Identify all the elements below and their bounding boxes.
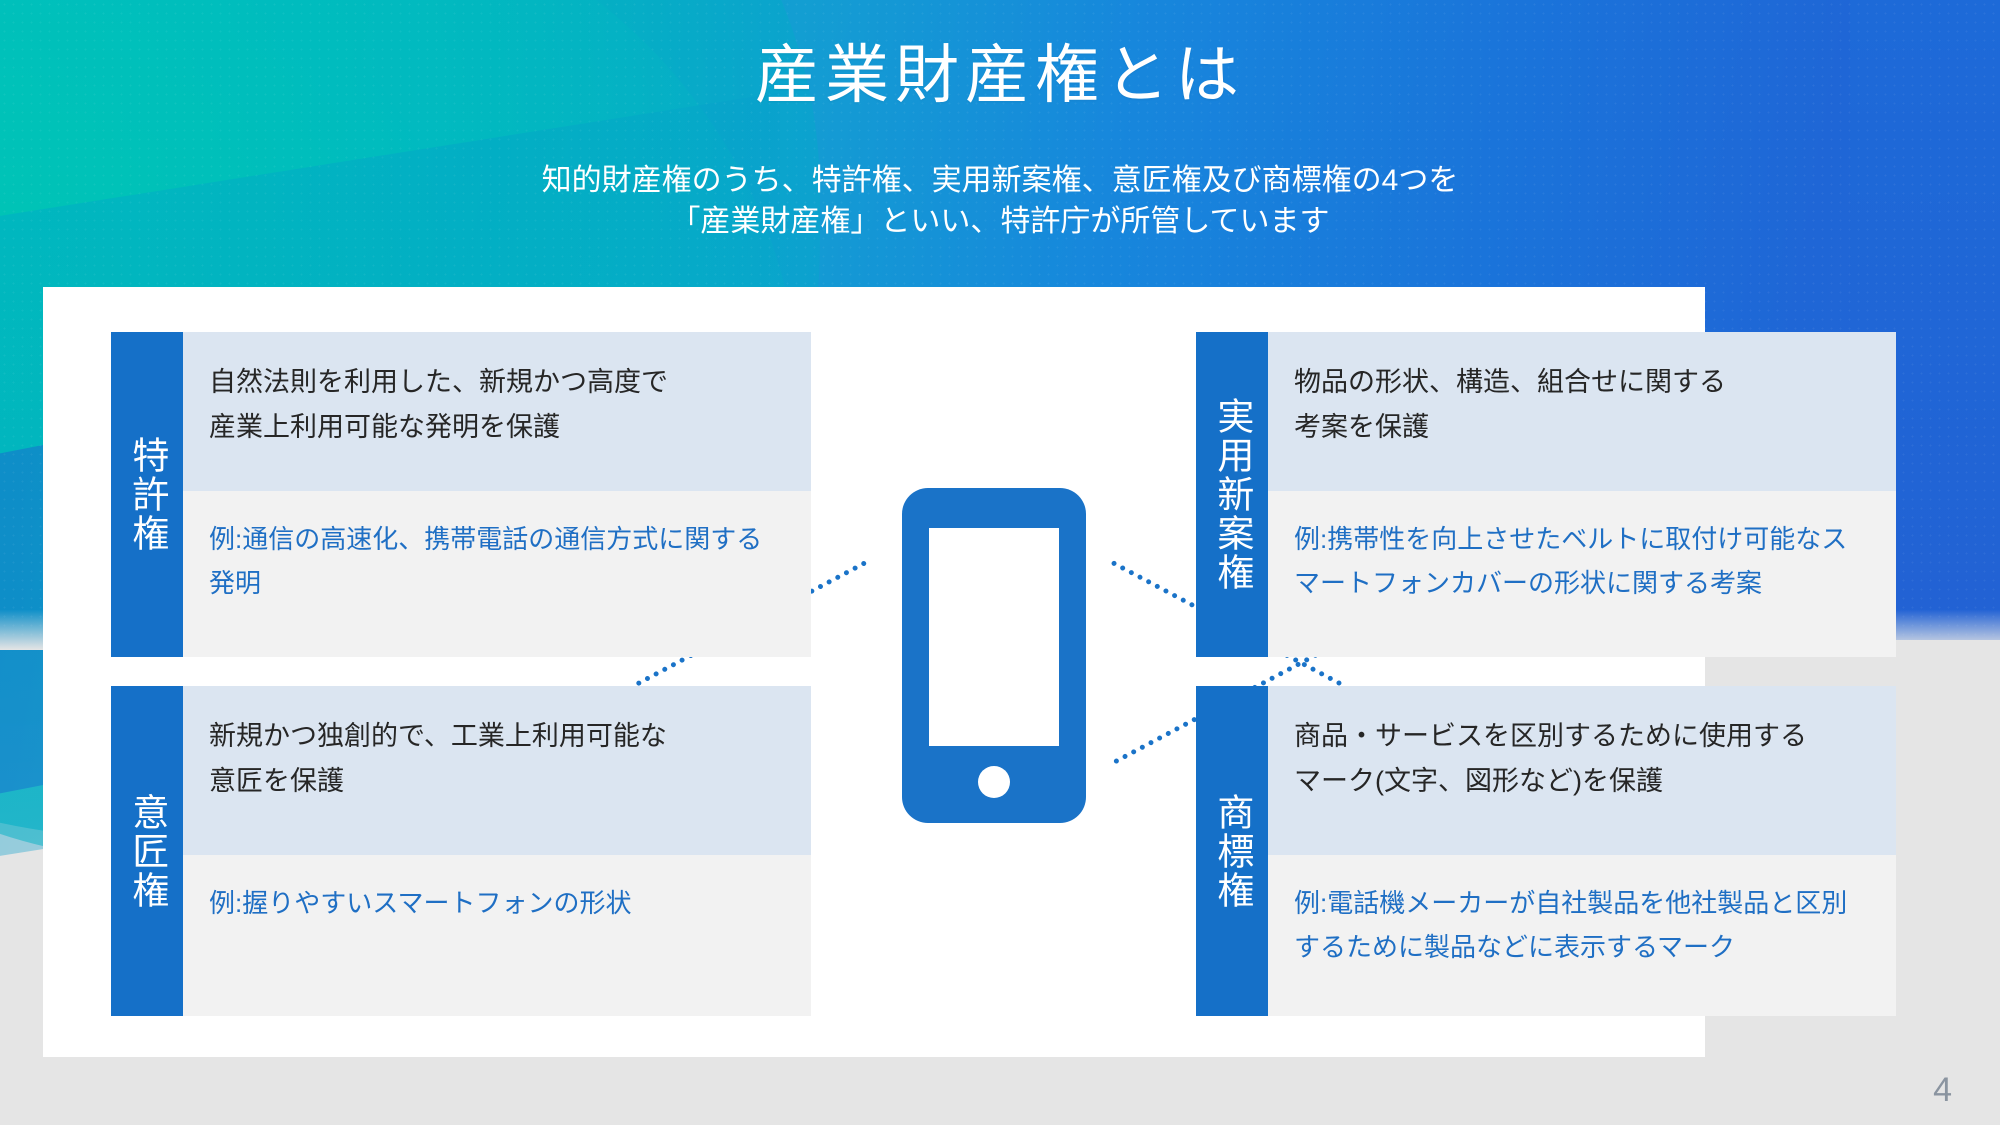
smartphone-icon	[902, 488, 1086, 823]
card-trademark-description-line-1: 商品・サービスを区別するために使用する	[1294, 721, 1807, 751]
card-utility-model-example-line-1: 例:携帯性を向上させたベルトに取付け可能なス	[1294, 524, 1848, 554]
card-design[interactable]: 意匠権 新規かつ独創的で、工業上利用可能な 意匠を保護 例:握りやすいスマートフ…	[111, 686, 811, 1016]
card-trademark-description-line-2: マーク(文字、図形など)を保護	[1294, 766, 1663, 797]
card-patent-example-line-2: 発明	[209, 568, 262, 599]
card-utility-model-description-line-1: 物品の形状、構造、組合せに関する	[1294, 367, 1726, 397]
card-patent-tab-label: 特許権	[111, 332, 183, 657]
card-design-example-line-1: 例:握りやすいスマートフォンの形状	[209, 888, 632, 918]
card-patent-body: 自然法則を利用した、新規かつ高度で 産業上利用可能な発明を保護 例:通信の高速化…	[183, 332, 811, 657]
card-trademark-description: 商品・サービスを区別するために使用する マーク(文字、図形など)を保護	[1268, 686, 1896, 855]
card-trademark-body: 商品・サービスを区別するために使用する マーク(文字、図形など)を保護 例:電話…	[1268, 686, 1896, 1016]
page-subtitle-line-1: 知的財産権のうち、特許権、実用新案権、意匠権及び商標権の4つを	[541, 164, 1459, 197]
card-design-tab-label: 意匠権	[111, 686, 183, 1016]
card-patent-example: 例:通信の高速化、携帯電話の通信方式に関する 発明	[183, 491, 811, 657]
card-trademark-example-line-1: 例:電話機メーカーが自社製品を他社製品と区別	[1294, 888, 1848, 918]
page-number: 4	[1933, 1071, 1952, 1109]
card-patent-example-line-1: 例:通信の高速化、携帯電話の通信方式に関する	[209, 524, 763, 554]
smartphone-screen	[929, 528, 1059, 746]
card-design-example: 例:握りやすいスマートフォンの形状	[183, 855, 811, 1016]
card-design-description-line-2: 意匠を保護	[209, 766, 344, 797]
card-patent-description-line-1: 自然法則を利用した、新規かつ高度で	[209, 367, 668, 397]
card-patent[interactable]: 特許権 自然法則を利用した、新規かつ高度で 産業上利用可能な発明を保護 例:通信…	[111, 332, 811, 657]
smartphone-home-button	[978, 766, 1010, 798]
card-design-description: 新規かつ独創的で、工業上利用可能な 意匠を保護	[183, 686, 811, 855]
center-icon-wrap	[880, 470, 1120, 840]
card-trademark-tab-label: 商標権	[1196, 686, 1268, 1016]
page-subtitle-line-2: 「産業財産権」といい、特許庁が所管しています	[670, 205, 1330, 239]
card-trademark-example-line-2: するために製品などに表示するマーク	[1294, 932, 1735, 963]
page-title: 産業財産権とは	[755, 39, 1245, 111]
card-utility-model-example-line-2: マートフォンカバーの形状に関する考案	[1294, 568, 1763, 599]
card-utility-model-description: 物品の形状、構造、組合せに関する 考案を保護	[1268, 332, 1896, 491]
page-subtitle: 知的財産権のうち、特許権、実用新案権、意匠権及び商標権の4つを 「産業財産権」と…	[0, 160, 2000, 243]
card-patent-description: 自然法則を利用した、新規かつ高度で 産業上利用可能な発明を保護	[183, 332, 811, 491]
card-design-body: 新規かつ独創的で、工業上利用可能な 意匠を保護 例:握りやすいスマートフォンの形…	[183, 686, 811, 1016]
card-utility-model-description-line-2: 考案を保護	[1294, 412, 1429, 443]
card-utility-model-body: 物品の形状、構造、組合せに関する 考案を保護 例:携帯性を向上させたベルトに取付…	[1268, 332, 1896, 657]
card-design-description-line-1: 新規かつ独創的で、工業上利用可能な	[209, 721, 667, 751]
card-trademark[interactable]: 商標権 商品・サービスを区別するために使用する マーク(文字、図形など)を保護 …	[1196, 686, 1896, 1016]
card-patent-description-line-2: 産業上利用可能な発明を保護	[209, 412, 560, 443]
card-utility-model-example: 例:携帯性を向上させたベルトに取付け可能なス マートフォンカバーの形状に関する考…	[1268, 491, 1896, 657]
card-utility-model-tab-label: 実用新案権	[1196, 332, 1268, 657]
card-utility-model[interactable]: 実用新案権 物品の形状、構造、組合せに関する 考案を保護 例:携帯性を向上させた…	[1196, 332, 1896, 657]
card-trademark-example: 例:電話機メーカーが自社製品を他社製品と区別 するために製品などに表示するマーク	[1268, 855, 1896, 1016]
